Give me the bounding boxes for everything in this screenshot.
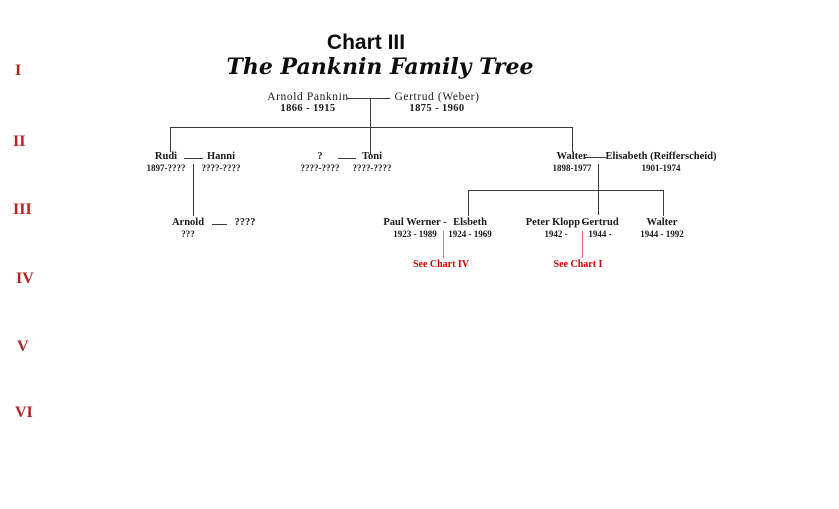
page-title: Chart III <box>326 31 406 54</box>
marriage-line-unknown-toni <box>338 158 356 159</box>
red-line-to-chart-iv <box>443 231 444 258</box>
person-name: Walter <box>556 151 588 162</box>
descent-line-rudi-to-arnold <box>193 164 194 216</box>
person-walter-ii: Walter 1898-1977 <box>553 151 592 174</box>
page-subtitle: The Panknin Family Tree <box>226 54 534 80</box>
person-dates: 1898-1977 <box>552 163 592 173</box>
person-dates: 1944 - <box>588 229 612 239</box>
person-elisabeth-reifferscheid: Elisabeth (Reifferscheid) 1901-1974 <box>605 151 716 174</box>
person-dates: ????-???? <box>300 163 340 173</box>
person-name: Elisabeth (Reifferscheid) <box>605 151 717 162</box>
person-name: ? <box>317 151 323 162</box>
see-chart-i-label: See Chart I <box>553 259 603 270</box>
generation-label-2: II <box>13 133 26 150</box>
drop-line-walter-ii <box>572 127 573 152</box>
generation-label-1: I <box>15 62 22 79</box>
person-name: Peter Klopp - <box>525 217 587 228</box>
person-dates: 1897-???? <box>146 163 186 173</box>
marriage-line-arnold-iii-spouse <box>212 224 227 225</box>
generation-label-6: VI <box>15 404 33 421</box>
person-name: ???? <box>234 217 256 228</box>
person-name: Paul Werner - <box>383 217 447 228</box>
person-name: Rudi <box>154 151 178 162</box>
drop-line-rudi <box>170 127 171 152</box>
sibling-bar-gen3 <box>468 190 664 191</box>
person-name: Hanni <box>206 151 235 162</box>
person-gertrud-weber: Gertrud (Weber) 1875 - 1960 <box>394 91 479 115</box>
drop-line-elsbeth <box>468 190 469 216</box>
person-paul-werner: Paul Werner - 1923 - 1989 <box>383 217 446 240</box>
generation-label-5: V <box>17 338 29 355</box>
person-arnold-iii-spouse: ???? <box>235 217 256 229</box>
marriage-line-walter-elisabeth <box>584 157 606 158</box>
person-dates: 1866 - 1915 <box>280 103 336 114</box>
person-elsbeth: Elsbeth 1924 - 1969 <box>448 217 492 240</box>
descent-line-walter-elisabeth <box>598 164 599 190</box>
drop-line-walter-iii <box>663 190 664 216</box>
person-dates: 1942 - <box>544 229 568 239</box>
person-hanni: Hanni ????-???? <box>202 151 241 174</box>
person-dates: ??? <box>181 229 195 239</box>
person-walter-iii: Walter 1944 - 1992 <box>640 217 684 240</box>
sibling-bar-gen2 <box>170 127 573 128</box>
person-dates: 1901-1974 <box>641 163 681 173</box>
person-name: Elsbeth <box>453 217 487 228</box>
person-name: Toni <box>361 151 383 162</box>
person-gertrud-iii: Gertrud 1944 - <box>581 217 618 240</box>
person-toni: Toni ????-???? <box>353 151 392 174</box>
person-dates: 1875 - 1960 <box>409 103 465 114</box>
person-name: Arnold <box>171 217 205 228</box>
person-dates: 1923 - 1989 <box>393 229 437 239</box>
descent-line-gen1-to-toni <box>370 98 371 155</box>
marriage-line-arnold-gertrud <box>347 98 390 99</box>
person-arnold-iii: Arnold ??? <box>172 217 204 240</box>
person-rudi: Rudi 1897-???? <box>147 151 186 174</box>
red-line-to-chart-i <box>582 231 583 258</box>
person-name: Gertrud <box>581 217 619 228</box>
person-dates: 1924 - 1969 <box>448 229 492 239</box>
person-unknown-spouse: ? ????-???? <box>301 151 340 174</box>
person-name: Arnold Panknin <box>267 91 349 103</box>
person-name: Walter <box>646 217 678 228</box>
drop-line-gertrud-iii <box>598 190 599 215</box>
person-name: Gertrud (Weber) <box>394 91 480 103</box>
person-peter-klopp: Peter Klopp - 1942 - <box>526 217 586 240</box>
see-chart-iv-label: See Chart IV <box>412 259 470 270</box>
marriage-line-rudi-hanni <box>184 158 203 159</box>
person-dates: 1944 - 1992 <box>640 229 684 239</box>
generation-label-3: III <box>13 201 32 218</box>
generation-label-4: IV <box>16 270 34 287</box>
person-dates: ????-???? <box>201 163 241 173</box>
person-arnold-panknin-sr: Arnold Panknin 1866 - 1915 <box>267 91 349 115</box>
person-dates: ????-???? <box>352 163 392 173</box>
